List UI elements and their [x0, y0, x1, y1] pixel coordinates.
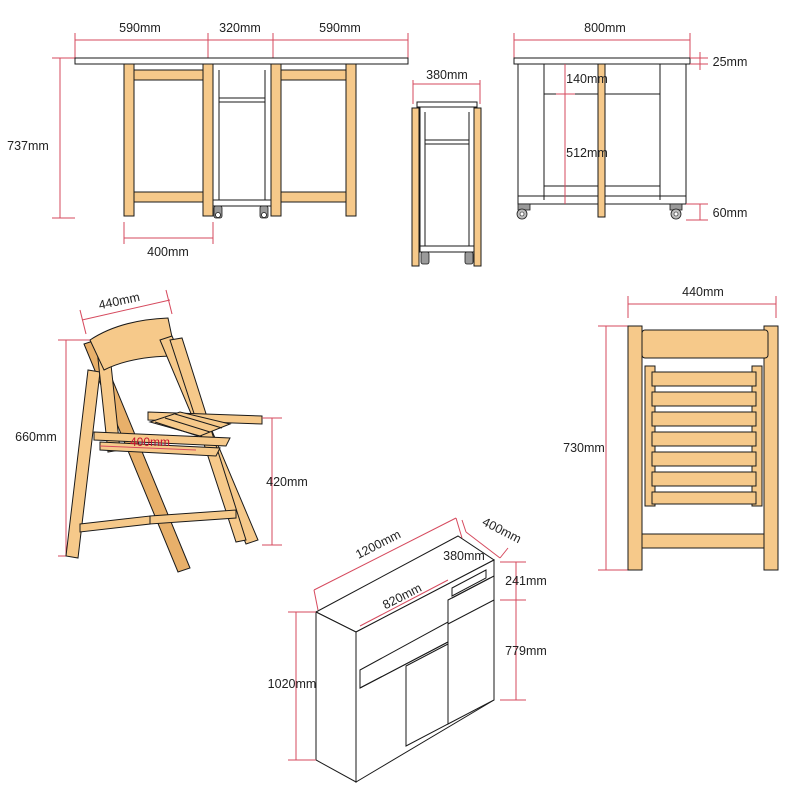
table-front-leg-span-label: 400mm: [147, 245, 189, 259]
table-front-height-label: 737mm: [7, 139, 49, 153]
cabinet-lower-section-label: 779mm: [505, 644, 547, 658]
cabinet-3d-view: 1200mm 400mm 380mm 820mm 241mm: [268, 515, 547, 783]
open-folding-chair: 440mm 660mm 400mm 420mm: [15, 289, 308, 573]
chair-folded-width-label: 440mm: [682, 285, 724, 299]
cabinet-upper-shelf-label: 241mm: [505, 574, 547, 588]
chair-seat-height-label: 420mm: [266, 475, 308, 489]
chair-seat-depth-label: 400mm: [130, 435, 170, 449]
table-side-middle-label: 512mm: [566, 146, 608, 160]
cabinet-depth-label: 400mm: [480, 515, 523, 546]
table-front-leaf-right-label: 590mm: [319, 21, 361, 35]
table-folded-side-view: 380mm: [411, 68, 482, 267]
table-front-view: 590mm 320mm 590mm 737mm: [7, 21, 409, 259]
chair-folded-height-label: 730mm: [563, 441, 605, 455]
table-side-view: 800mm 25mm 60mm: [513, 21, 748, 221]
caster-right: [669, 203, 683, 220]
table-side-top-thickness-label: 25mm: [713, 55, 748, 69]
caster-left: [516, 203, 531, 220]
table-front-center-label: 320mm: [219, 21, 261, 35]
table-side-caster-label: 60mm: [713, 206, 748, 220]
table-side-upper-label: 140mm: [566, 72, 608, 86]
chair-open-width-label: 440mm: [97, 290, 141, 312]
cabinet-length-label: 1200mm: [353, 527, 403, 562]
cabinet-height-label: 1020mm: [268, 677, 317, 691]
table-side-folded-depth-label: 380mm: [426, 68, 468, 82]
table-front-leaf-left-label: 590mm: [119, 21, 161, 35]
cabinet-inner-depth-label: 380mm: [443, 549, 485, 563]
chair-open-height-label: 660mm: [15, 430, 57, 444]
folded-chair: 440mm 730mm: [563, 285, 779, 571]
table-side-width-label: 800mm: [584, 21, 626, 35]
